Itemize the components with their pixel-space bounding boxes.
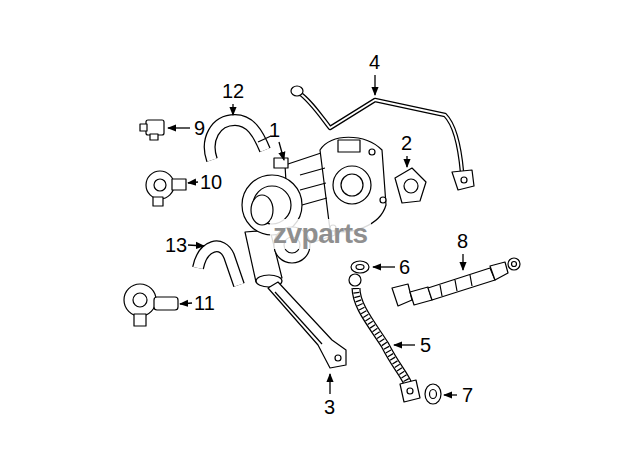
small-gasket bbox=[356, 265, 364, 270]
bypass-valve bbox=[153, 197, 163, 206]
leader-arrows bbox=[180, 303, 192, 304]
oil-return-hose bbox=[400, 380, 420, 402]
watermark: zvparts bbox=[270, 219, 371, 249]
diverter-valve bbox=[124, 284, 156, 316]
callout-number: 1 bbox=[269, 120, 280, 140]
callout-number: 12 bbox=[222, 81, 244, 101]
pressure-sensor bbox=[150, 134, 158, 140]
bypass-valve bbox=[146, 171, 174, 199]
oil-return-hose bbox=[349, 274, 420, 402]
leader-arrows bbox=[232, 104, 233, 115]
bypass-valve bbox=[154, 179, 166, 191]
oil-return-hose bbox=[407, 388, 413, 394]
support-bracket bbox=[268, 282, 346, 368]
turbocharger bbox=[341, 174, 363, 196]
small-gasket bbox=[351, 261, 369, 273]
pressure-sensor bbox=[140, 120, 164, 140]
leader-arrows bbox=[394, 344, 415, 345]
leader-arrows bbox=[168, 127, 190, 128]
leader-arrows bbox=[444, 394, 457, 395]
turbocharger bbox=[320, 137, 386, 231]
diverter-valve bbox=[154, 297, 178, 310]
leader-arrows bbox=[462, 254, 463, 270]
diverter-valve bbox=[124, 284, 178, 326]
callout-number: 8 bbox=[457, 231, 468, 251]
turbocharger bbox=[369, 149, 375, 155]
flange-gasket bbox=[395, 168, 426, 203]
callout-number: 2 bbox=[401, 133, 412, 153]
oil-feed-pipe bbox=[291, 86, 303, 96]
callout-number: 6 bbox=[399, 257, 410, 277]
diverter-valve bbox=[133, 293, 147, 307]
pressure-sensor bbox=[146, 120, 164, 135]
flange-gasket bbox=[404, 179, 418, 193]
callout-number: 4 bbox=[369, 52, 380, 72]
support-bracket bbox=[268, 282, 346, 368]
callout-number: 10 bbox=[200, 172, 222, 192]
small-gasket bbox=[425, 384, 441, 404]
leader-arrows bbox=[279, 142, 284, 160]
parts-illustration bbox=[124, 86, 520, 404]
support-bracket bbox=[335, 355, 341, 361]
callout-number: 3 bbox=[324, 397, 335, 417]
bypass-valve bbox=[146, 171, 186, 206]
callout-number: 13 bbox=[165, 235, 187, 255]
flange-gasket bbox=[395, 168, 426, 203]
oil-feed-pipe bbox=[461, 177, 467, 183]
coolant-line bbox=[490, 262, 508, 280]
coolant-line bbox=[512, 262, 517, 267]
vacuum-hose bbox=[210, 120, 271, 160]
callout-number: 9 bbox=[194, 118, 205, 138]
vacuum-hose bbox=[210, 120, 265, 160]
turbocharger bbox=[274, 158, 288, 168]
vacuum-hose bbox=[198, 246, 239, 285]
turbocharger bbox=[300, 168, 327, 205]
turbocharger bbox=[380, 197, 386, 203]
coolant-line bbox=[428, 268, 495, 300]
vacuum-hose bbox=[198, 246, 239, 285]
leader-arrows bbox=[168, 75, 463, 395]
bypass-valve bbox=[172, 179, 186, 190]
leader-arrows bbox=[188, 182, 198, 183]
small-gasket bbox=[425, 384, 441, 404]
callout-number: 11 bbox=[194, 293, 215, 313]
turbocharger bbox=[338, 140, 360, 152]
leader-arrows bbox=[373, 266, 395, 267]
small-gasket bbox=[430, 390, 437, 399]
support-bracket bbox=[275, 292, 322, 344]
coolant-line bbox=[392, 284, 412, 306]
leader-arrows bbox=[188, 245, 204, 246]
callout-number: 7 bbox=[462, 385, 473, 405]
vacuum-hose bbox=[198, 246, 239, 285]
coolant-line bbox=[440, 275, 472, 296]
leader-arrows bbox=[329, 374, 330, 394]
callout-number: 5 bbox=[420, 335, 431, 355]
pressure-sensor bbox=[140, 124, 147, 131]
leader-arrows bbox=[374, 75, 375, 95]
coolant-line bbox=[392, 258, 520, 306]
leader-arrows bbox=[406, 156, 407, 167]
turbocharger bbox=[242, 137, 386, 287]
diverter-valve bbox=[134, 314, 146, 326]
small-gasket bbox=[351, 261, 369, 273]
vacuum-hose bbox=[210, 120, 265, 160]
coolant-line bbox=[508, 258, 520, 270]
turbocharger bbox=[333, 166, 371, 204]
oil-return-hose bbox=[349, 274, 361, 286]
oil-feed-pipe bbox=[452, 170, 474, 190]
